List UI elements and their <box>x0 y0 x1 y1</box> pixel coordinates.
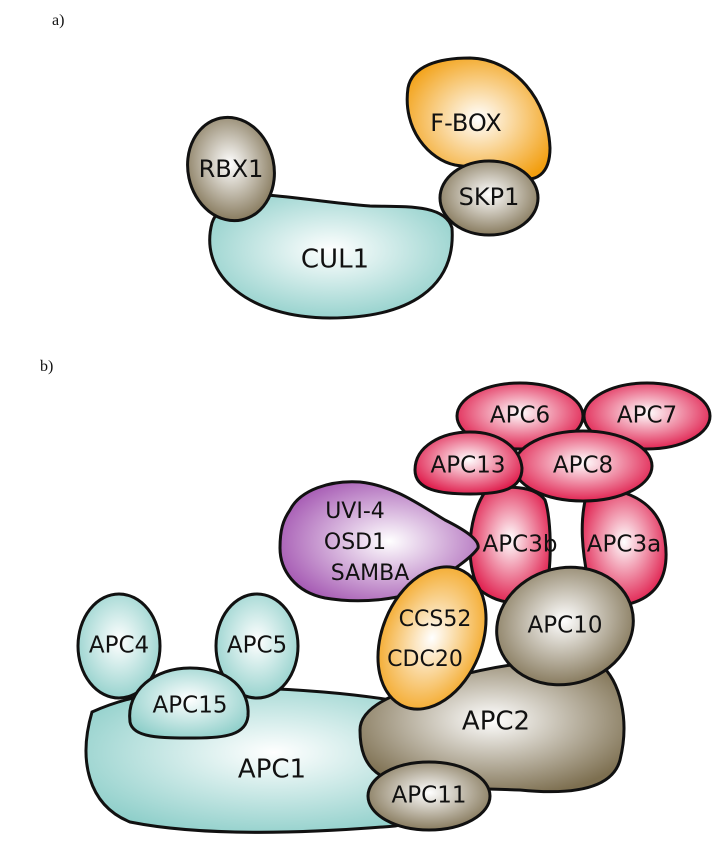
skp1-label: SKP1 <box>459 183 520 211</box>
activator-shape <box>376 565 488 711</box>
apc7-label: APC7 <box>617 403 677 429</box>
apc13-label: APC13 <box>431 453 506 479</box>
apc6-label: APC6 <box>490 403 550 429</box>
skp1-shape <box>438 159 540 237</box>
inhibitor-line-3: SAMBA <box>331 561 410 586</box>
apc5-shape <box>214 592 300 700</box>
apc10-shape <box>495 565 635 687</box>
apc8-label: APC8 <box>553 453 613 479</box>
apc4-label: APC4 <box>89 633 149 659</box>
apc2-label: APC2 <box>462 707 530 737</box>
apc10-label: APC10 <box>528 613 603 639</box>
apc11-label: APC11 <box>392 783 467 809</box>
rbx1-label: RBX1 <box>199 155 264 183</box>
scf-complex: CUL1 RBX1 F-BOX SKP1 <box>186 56 552 320</box>
fbox-shape <box>405 56 552 181</box>
panel-label-b: b) <box>40 358 54 375</box>
apc7-shape <box>582 381 712 451</box>
panel-label-a: a) <box>52 12 65 29</box>
apc15-label: APC15 <box>153 693 228 719</box>
apc1-label: APC1 <box>238 755 306 785</box>
apc3a-label: APC3a <box>587 532 661 558</box>
apc11-shape <box>366 760 492 832</box>
apc4-shape <box>76 592 162 700</box>
inhibitor-line-2: OSD1 <box>324 530 386 555</box>
apc3b-label: APC3b <box>483 532 558 558</box>
rbx1-shape <box>186 115 276 223</box>
apc13-shape <box>413 430 524 496</box>
inhibitor-line-1: UVI-4 <box>325 499 385 524</box>
activator-line-1: CCS52 <box>399 607 472 632</box>
apc5-label: APC5 <box>227 633 287 659</box>
activator-line-2: CDC20 <box>387 647 463 672</box>
fbox-label: F-BOX <box>430 109 501 137</box>
cul1-label: CUL1 <box>301 245 369 275</box>
apc15-shape <box>128 666 250 740</box>
apc-complex: APC1 APC2 APC4 APC5 APC15 APC11 APC3a AP… <box>76 381 712 834</box>
